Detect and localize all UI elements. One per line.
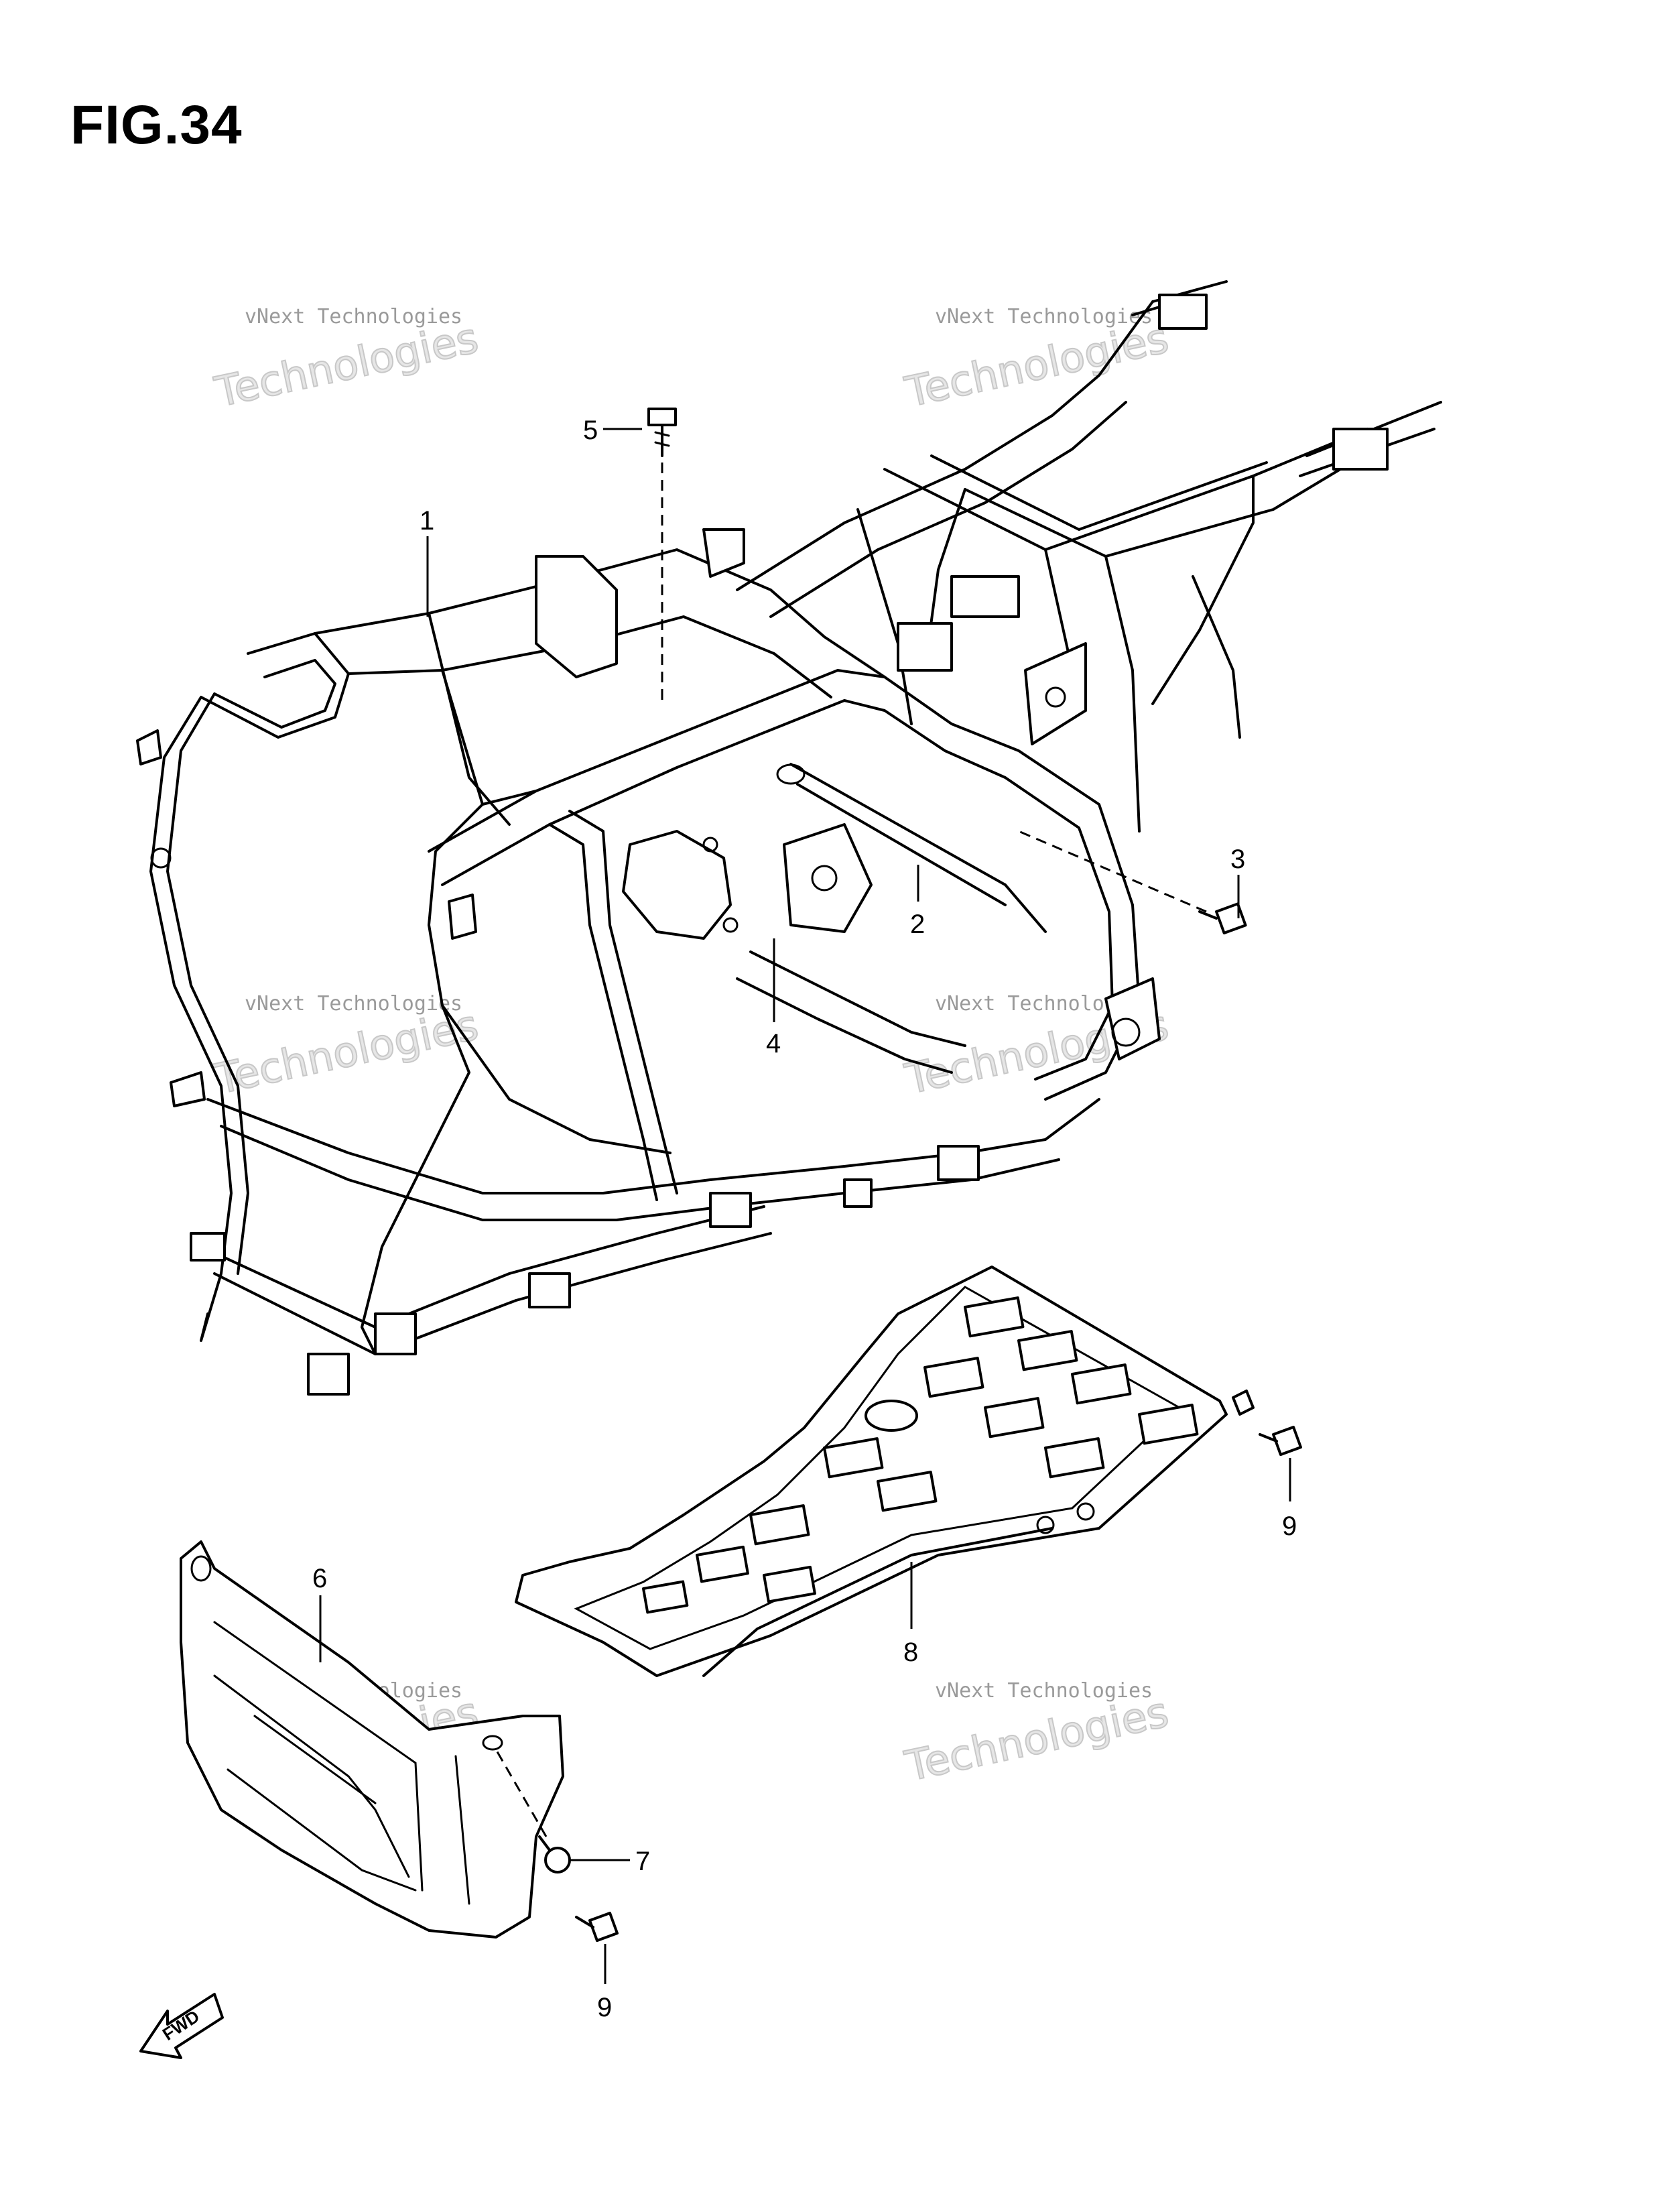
callout-3: 3 (1230, 845, 1245, 874)
skid-plate[interactable] (515, 1266, 1255, 1677)
callout-9-skid: 9 (1282, 1512, 1297, 1541)
bolt-9-bumper[interactable] (575, 1912, 619, 1943)
figure-title: FIG.34 (70, 95, 243, 156)
callout-1: 1 (420, 506, 434, 536)
callout-6: 6 (312, 1564, 327, 1593)
callout-9-bumper: 9 (597, 1993, 612, 2022)
bolt-9-skid[interactable] (1259, 1426, 1303, 1457)
callout-5: 5 (583, 416, 598, 445)
callout-2: 2 (910, 910, 925, 939)
bolt-7[interactable] (538, 1835, 571, 1873)
front-bumper[interactable] (180, 1540, 564, 1939)
main-frame[interactable] (136, 280, 1442, 1396)
callout-8: 8 (903, 1638, 918, 1667)
callout-4: 4 (766, 1029, 781, 1058)
fwd-arrow-icon: FWD (139, 1993, 224, 2059)
bolt-5[interactable] (647, 408, 677, 457)
callout-7: 7 (635, 1847, 650, 1876)
